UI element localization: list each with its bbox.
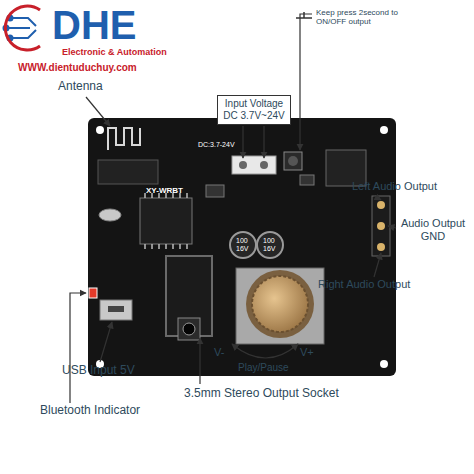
pin-label: Right Audio Output <box>318 278 410 291</box>
part-label: Bluetooth Indicator <box>40 404 140 418</box>
silkscreen-text: XY-WRBT <box>146 186 183 195</box>
logo-tagline: Electronic & Automation <box>62 47 167 57</box>
box-text: Input Voltage <box>223 98 284 110</box>
antenna-trace <box>108 128 140 150</box>
encoder-base <box>236 268 324 344</box>
capacitor-value: 16V <box>236 245 248 253</box>
note-label: Keep press 2second to ON/OFF output <box>316 8 402 26</box>
power-terminal <box>232 156 276 174</box>
control-label: V+ <box>300 346 314 359</box>
main-ic <box>140 198 192 244</box>
pin-label: Audio Output GND <box>400 217 466 242</box>
mount-hole <box>380 360 388 368</box>
logo-text: DHE <box>52 2 136 48</box>
encoder-knob <box>252 276 308 332</box>
box-text: DC 3.7V~24V <box>223 110 284 122</box>
capacitor-value: 100 <box>236 237 248 245</box>
mount-hole <box>380 126 388 134</box>
voltage-box: Input VoltageDC 3.7V~24V <box>217 95 290 125</box>
ic-pins <box>145 193 187 249</box>
capacitor <box>257 232 283 258</box>
smd-part <box>300 175 314 185</box>
website-url: WWW.dientuduchuy.com <box>18 62 137 74</box>
part-label: Antenna <box>58 80 103 94</box>
pin-label: Left Audio Output <box>352 180 437 193</box>
bt-led <box>89 288 97 298</box>
crystal <box>99 209 121 221</box>
part-label: USB Input 5V <box>62 364 135 378</box>
usb-port <box>100 300 132 320</box>
mount-hole <box>96 126 104 134</box>
capacitor <box>230 232 256 258</box>
silkscreen-text: DC:3.7-24V <box>198 141 235 149</box>
control-label: Play/Pause <box>238 362 289 374</box>
audio-jack <box>166 256 212 336</box>
logo-icon <box>4 6 41 50</box>
onoff-button <box>284 152 302 170</box>
smd-part <box>206 185 224 197</box>
control-label: V- <box>214 346 224 359</box>
output-header <box>372 196 390 256</box>
encoder-knob-ring <box>246 270 314 338</box>
bt-module <box>98 160 158 184</box>
capacitor-value: 100 <box>263 237 275 245</box>
part-label: 3.5mm Stereo Output Socket <box>184 387 339 401</box>
capacitor-value: 16V <box>263 245 275 253</box>
pcb-board <box>88 118 396 376</box>
